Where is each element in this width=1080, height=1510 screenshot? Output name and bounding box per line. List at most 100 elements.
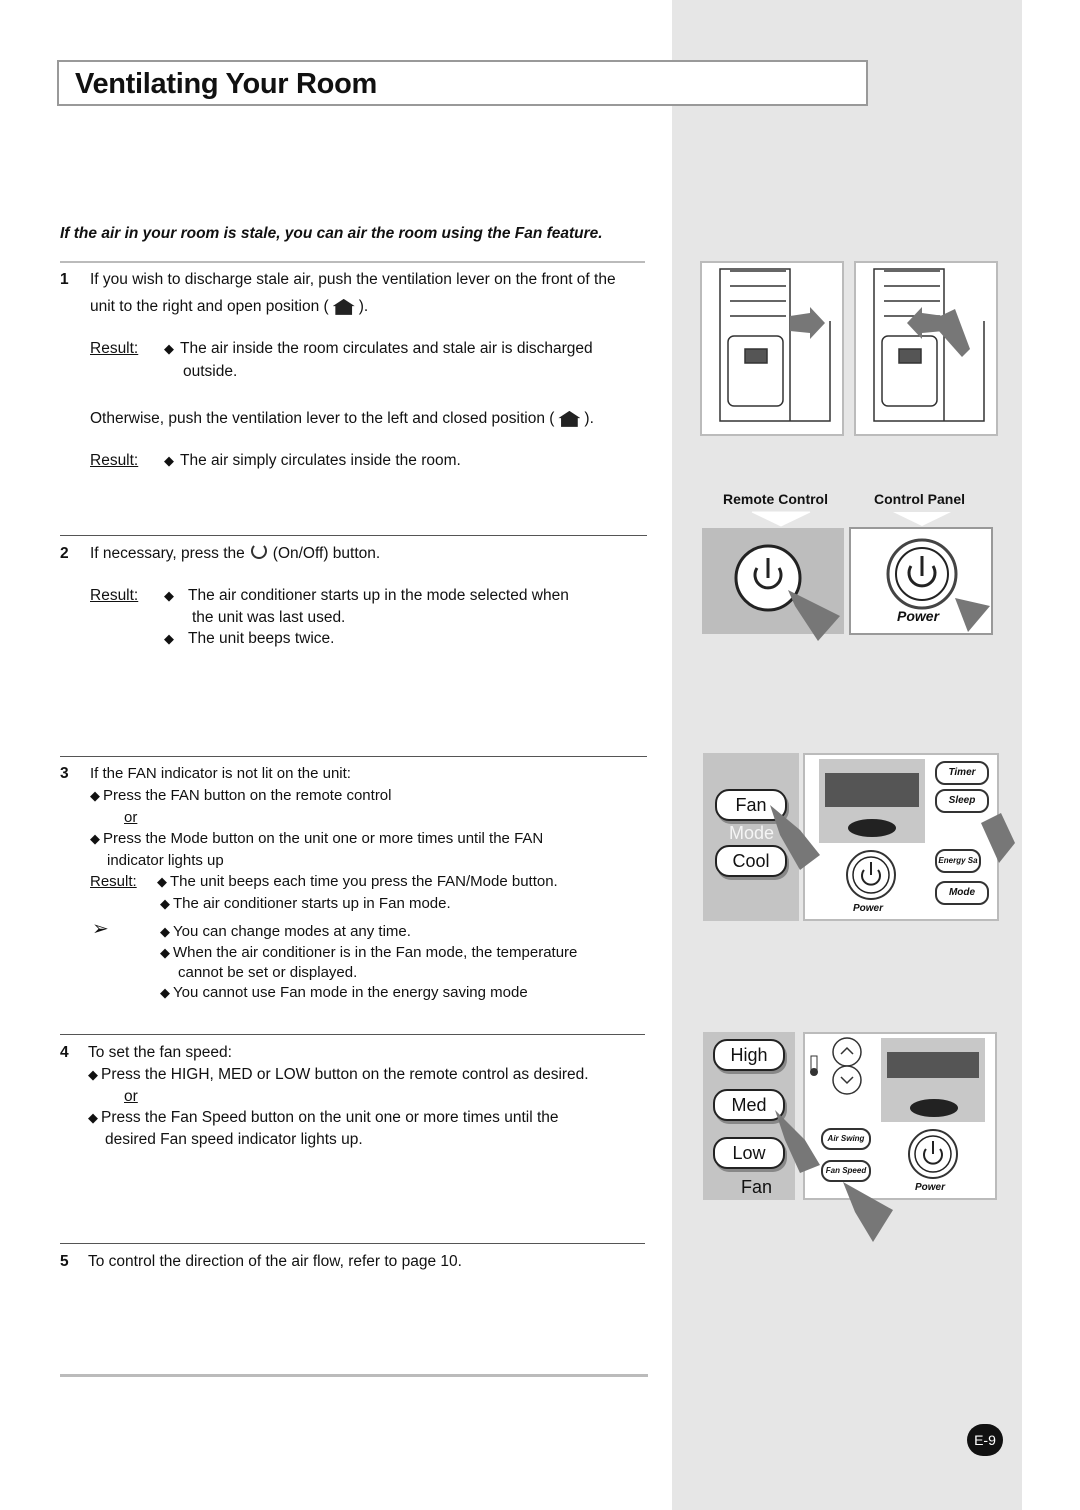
page-title: Ventilating Your Room: [75, 68, 377, 100]
cool-button[interactable]: Cool: [715, 845, 787, 877]
divider: [60, 261, 645, 263]
remote-control-label: Remote Control: [723, 491, 828, 507]
divider: [60, 756, 647, 757]
diamond-bullet-icon: ◆: [90, 831, 100, 846]
step-number: 4: [60, 1044, 69, 1061]
timer-button[interactable]: Timer: [935, 761, 989, 785]
energy-saver-button[interactable]: Energy Sa: [935, 849, 981, 873]
step4-bullet2-cont: desired Fan speed indicator lights up.: [105, 1131, 363, 1148]
diamond-bullet-icon: ◆: [164, 631, 174, 646]
step2-line-end: (On/Off) button.: [272, 545, 381, 562]
step4-bullet1-text: Press the HIGH, MED or LOW button on the…: [101, 1066, 589, 1083]
ventilation-lever-illustration: [700, 261, 998, 436]
step3-bullet1: ◆Press the FAN button on the remote cont…: [90, 785, 392, 807]
step1-line2-text: unit to the right and open position (: [90, 298, 329, 315]
step1-result1-cont: outside.: [183, 363, 238, 380]
step2-result1: ◆ The air conditioner starts up in the mo…: [164, 585, 569, 607]
power-label: Power: [915, 1182, 946, 1193]
power-label: Power: [853, 903, 884, 914]
step3-note1: ◆You can change modes at any time.: [160, 921, 411, 943]
step2-result1-text: The air conditioner starts up in the mod…: [188, 587, 569, 604]
diamond-bullet-icon: ◆: [160, 896, 170, 911]
note-arrow-icon: ➢: [92, 918, 109, 940]
step1-result2-text: The air simply circulates inside the roo…: [180, 452, 461, 469]
intro-text: If the air in your room is stale, you ca…: [60, 225, 603, 242]
step1-otherwise-text: Otherwise, push the ventilation lever to…: [90, 410, 555, 427]
step1-line1: If you wish to discharge stale air, push…: [90, 271, 616, 288]
step2-line-text: If necessary, press the: [90, 545, 245, 562]
fan-speed-button[interactable]: Fan Speed: [821, 1160, 871, 1182]
divider: [60, 535, 647, 536]
step2-result2-text: The unit beeps twice.: [188, 630, 335, 647]
step3-result1-text: The unit beeps each time you press the F…: [170, 873, 558, 890]
step4-bullet2-text: Press the Fan Speed button on the unit o…: [101, 1109, 559, 1126]
diamond-bullet-icon: ◆: [88, 1110, 98, 1125]
result-label: Result:: [90, 452, 139, 469]
power-icon: [250, 542, 267, 559]
med-button[interactable]: Med: [713, 1089, 785, 1121]
air-swing-button[interactable]: Air Swing: [821, 1128, 871, 1150]
step1-result1: ◆ The air inside the room circulates and …: [164, 338, 593, 360]
step3-bullet2: ◆Press the Mode button on the unit one o…: [90, 828, 543, 850]
step5-line: To control the direction of the air flow…: [88, 1253, 462, 1270]
unit-control-panel-graphic: [819, 759, 1015, 900]
step3-bullet2-text: Press the Mode button on the unit one or…: [103, 830, 544, 847]
step3-note2-text: When the air conditioner is in the Fan m…: [173, 944, 578, 961]
step-number: 1: [60, 271, 69, 288]
high-button[interactable]: High: [713, 1039, 785, 1071]
divider: [60, 1374, 648, 1377]
step1-result1-text: The air inside the room circulates and s…: [180, 340, 593, 357]
mode-label: Mode: [729, 823, 775, 843]
step1-otherwise: Otherwise, push the ventilation lever to…: [90, 408, 594, 430]
power-button-illustration: [702, 511, 993, 641]
step-number: 2: [60, 545, 69, 562]
sleep-button[interactable]: Sleep: [935, 789, 989, 813]
step3-bullet2-cont: indicator lights up: [107, 852, 224, 869]
step3-line: If the FAN indicator is not lit on the u…: [90, 765, 351, 782]
fan-label: Fan: [741, 1177, 773, 1197]
step4-line: To set the fan speed:: [88, 1044, 232, 1061]
step2-result1-cont: the unit was last used.: [192, 609, 346, 626]
result-label: Result:: [90, 340, 139, 357]
step3-note2: ◆When the air conditioner is in the Fan …: [160, 942, 577, 964]
unit-speed-panel-graphic: [810, 1037, 985, 1242]
diamond-bullet-icon: ◆: [164, 588, 174, 603]
title-box: Ventilating Your Room: [57, 60, 868, 106]
step3-bullet1-text: Press the FAN button on the remote contr…: [103, 787, 392, 804]
step-number: 3: [60, 765, 69, 782]
diamond-bullet-icon: ◆: [164, 341, 174, 356]
low-button[interactable]: Low: [713, 1137, 785, 1169]
diamond-bullet-icon: ◆: [160, 945, 170, 960]
control-panel-label: Control Panel: [874, 491, 966, 507]
divider: [60, 1034, 645, 1035]
or-text: or: [124, 1088, 138, 1105]
result-label: Result:: [90, 587, 139, 604]
step-number: 5: [60, 1253, 69, 1270]
divider: [60, 1243, 645, 1244]
power-label: Power: [897, 608, 940, 624]
step4-bullet2: ◆Press the Fan Speed button on the unit …: [88, 1107, 559, 1129]
step3-note2-cont: cannot be set or displayed.: [178, 964, 358, 981]
diamond-bullet-icon: ◆: [90, 788, 100, 803]
diamond-bullet-icon: ◆: [88, 1067, 98, 1082]
diamond-bullet-icon: ◆: [157, 874, 167, 889]
pointer-arrow-icon: [770, 805, 820, 870]
step2-result2: ◆ The unit beeps twice.: [164, 628, 334, 650]
mode-button[interactable]: Mode: [935, 881, 989, 905]
step3-result2: ◆The air conditioner starts up in Fan mo…: [160, 893, 451, 915]
step1-otherwise-end: ).: [584, 410, 594, 427]
closed-position-icon: [558, 410, 581, 427]
diamond-bullet-icon: ◆: [160, 985, 170, 1000]
step3-note3: ◆You cannot use Fan mode in the energy s…: [160, 982, 528, 1004]
diamond-bullet-icon: ◆: [160, 924, 170, 939]
pointer-arrow-icon: [775, 1110, 820, 1173]
page-number: E-9: [967, 1424, 1003, 1456]
step1-line2: unit to the right and open position ().: [90, 296, 368, 318]
diamond-bullet-icon: ◆: [164, 453, 174, 468]
step3-result2-text: The air conditioner starts up in Fan mod…: [173, 895, 451, 912]
or-text: or: [124, 809, 138, 826]
step3-note1-text: You can change modes at any time.: [173, 923, 411, 940]
step3-note3-text: You cannot use Fan mode in the energy sa…: [173, 984, 528, 1001]
step2-line: If necessary, press the (On/Off) button.: [90, 542, 381, 565]
result-label: Result:: [90, 873, 137, 890]
